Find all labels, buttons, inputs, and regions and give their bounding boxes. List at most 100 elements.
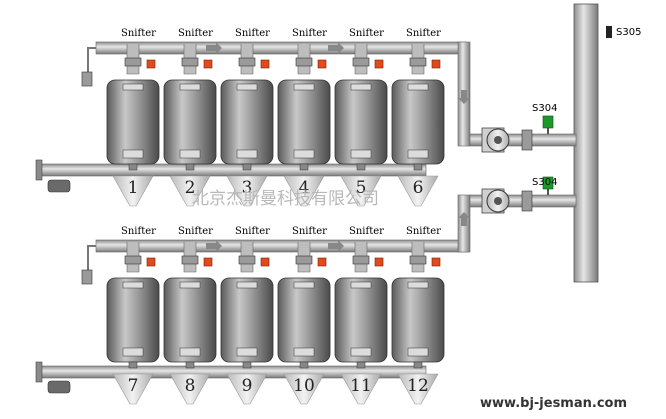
indicator-light [260,59,270,69]
sniffer-valve [352,57,370,67]
sniffer-valve [295,255,313,265]
pump-1: S304 [481,103,557,153]
tank-band [407,281,429,289]
tank-cone [340,373,382,405]
sniffer-label: Snifter [178,226,213,237]
tank-number: 6 [413,178,424,198]
tank-band [122,83,144,91]
tank-cone [112,175,154,207]
sniffer-label: Snifter [292,226,327,237]
tank-number: 3 [242,178,253,198]
tank-number: 4 [299,178,310,198]
tank-band [179,347,201,357]
tank: Snifter 1 [106,28,160,207]
flow-arrow-icon [206,42,222,54]
tank-outlet [242,361,252,369]
indicator-light [146,59,156,69]
flow-arrow-icon [328,42,344,54]
tank-number: 7 [128,376,139,396]
tank-band [236,83,258,91]
tank-outlet [128,163,138,171]
indicator-light [317,59,327,69]
flow-arrow-down-icon [458,90,470,104]
tank-number: 12 [407,376,429,396]
tank: Snifter 7 [106,226,160,405]
tank-outlet [185,163,195,171]
tank-band [407,83,429,91]
tank: Snifter 12 [391,226,445,405]
row1-header-pipe [95,41,467,55]
row1-bottom-pipe [37,163,427,177]
sniffer-valve [409,57,427,67]
tank-band [236,347,258,357]
tank-cone [226,373,268,405]
tank-outlet [185,361,195,369]
row1-side-valve [81,71,93,87]
tank-band [350,83,372,91]
tank-number: 8 [185,376,196,396]
sensor-label: S304 [532,177,557,188]
website-url: www.bj-jesman.com [480,396,627,411]
tank-band [122,149,144,159]
tank-outlet [299,163,309,171]
tank-number: 11 [350,376,372,396]
tank-outlet [413,163,423,171]
tank-number: 2 [185,178,196,198]
tank-cone [112,373,154,405]
indicator-light [431,59,441,69]
tank-cone [169,373,211,405]
tank-cone [169,175,211,207]
tank-number: 1 [128,178,139,198]
indicator-light [203,257,213,267]
sniffer-valve [409,255,427,265]
sniffer-label: Snifter [121,226,156,237]
tank-cone [226,175,268,207]
sensor-s305-label: S305 [616,27,641,38]
tank-outlet [413,361,423,369]
sniffer-valve [124,57,142,67]
sniffer-label: Snifter [235,28,270,39]
sniffer-valve [295,57,313,67]
tank-band [293,149,315,159]
tank-band [293,347,315,357]
sniffer-valve [181,255,199,265]
tank-band [293,281,315,289]
tank-cone [283,175,325,207]
tank-outlet [356,163,366,171]
sniffer-valve [238,255,256,265]
indicator-light [203,59,213,69]
tank-band [293,83,315,91]
tank-band [179,83,201,91]
pump-2: S304 [481,176,557,214]
tank-band [236,149,258,159]
row1-inlet-flange [35,159,43,181]
tank-cone [397,373,439,405]
tank: Snifter 10 [277,226,331,405]
indicator-light [374,257,384,267]
row2-side-valve [81,269,93,285]
sniffer-valve [238,57,256,67]
sniffer-label: Snifter [406,226,441,237]
tank-outlet [242,163,252,171]
sensor-s304-1 [542,115,554,129]
tank-cone [283,373,325,405]
indicator-light [374,59,384,69]
sniffer-valve [352,255,370,265]
tank-number: 5 [356,178,367,198]
row2-inlet-flange [35,361,43,383]
sniffer-label: Snifter [121,28,156,39]
sniffer-label: Snifter [349,28,384,39]
sensor-s304-2 [542,176,554,190]
tank-band [179,281,201,289]
tank-band [179,149,201,159]
tank-number: 10 [293,376,315,396]
indicator-light [146,257,156,267]
row1-drain-motor [47,179,71,193]
indicator-light [260,257,270,267]
tank: Snifter 3 [220,28,274,207]
tank-band [407,149,429,159]
flow-arrow-up-icon [458,212,470,226]
